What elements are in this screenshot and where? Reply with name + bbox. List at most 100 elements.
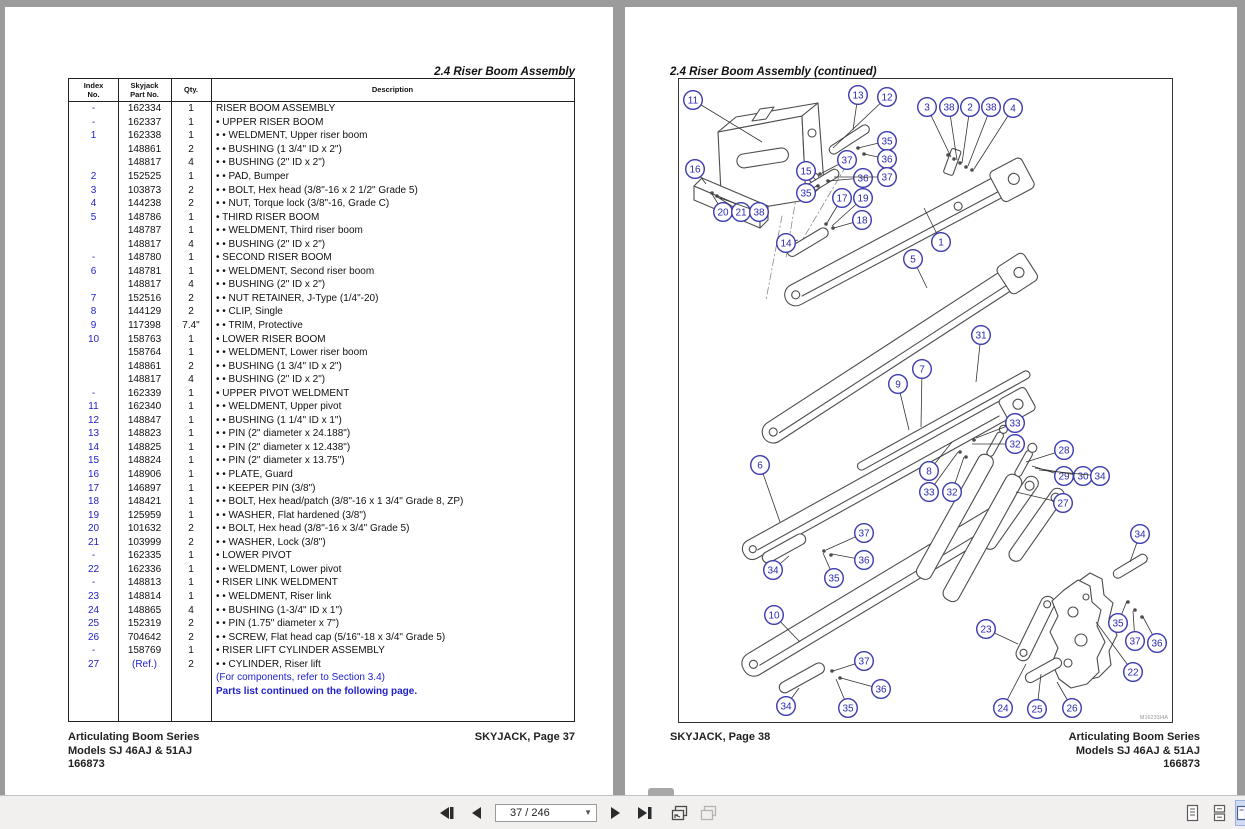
page-dropdown-caret[interactable]: ▼ — [584, 808, 592, 817]
table-note: Parts list continued on the following pa… — [69, 685, 574, 699]
toolbar-collapse-handle[interactable] — [648, 788, 674, 796]
svg-text:33: 33 — [923, 487, 935, 498]
svg-text:34: 34 — [1094, 471, 1106, 482]
svg-text:26: 26 — [1066, 703, 1078, 714]
two-page-view-button[interactable] — [1236, 801, 1245, 825]
svg-text:12: 12 — [881, 92, 893, 103]
svg-text:21: 21 — [735, 207, 747, 218]
table-row: 27(Ref.)2• • CYLINDER, Riser lift — [69, 657, 574, 671]
single-page-view-button[interactable] — [1182, 801, 1202, 825]
svg-text:36: 36 — [857, 173, 869, 184]
svg-text:32: 32 — [1009, 439, 1021, 450]
svg-text:10: 10 — [768, 610, 780, 621]
svg-text:38: 38 — [943, 102, 955, 113]
page-number-input[interactable]: 37 / 246 ▼ — [495, 804, 597, 822]
last-page-button[interactable] — [635, 803, 655, 823]
svg-text:30: 30 — [1077, 471, 1089, 482]
svg-text:8: 8 — [926, 466, 932, 477]
svg-text:5: 5 — [910, 254, 916, 265]
col-header-description: Description — [211, 85, 574, 94]
col-header-qty: Qty. — [171, 85, 211, 94]
svg-text:11: 11 — [688, 95, 699, 106]
svg-text:24: 24 — [997, 703, 1009, 714]
continuous-view-button[interactable] — [1209, 801, 1229, 825]
section-header-right: 2.4 Riser Boom Assembly (continued) — [670, 66, 877, 78]
footer-model-info-left: Articulating Boom Series Models SJ 46AJ … — [68, 731, 199, 772]
svg-text:28: 28 — [1058, 445, 1070, 456]
svg-text:1: 1 — [938, 237, 944, 248]
svg-text:37: 37 — [858, 656, 870, 667]
svg-text:13: 13 — [852, 90, 864, 101]
page-number-value: 37 / 246 — [510, 807, 550, 819]
svg-text:34: 34 — [767, 565, 779, 576]
footer-model-info-right: Articulating Boom Series Models SJ 46AJ … — [1069, 731, 1200, 772]
previous-view-button[interactable] — [670, 803, 690, 823]
svg-text:4: 4 — [1010, 103, 1016, 114]
svg-text:33: 33 — [1009, 418, 1021, 429]
next-page-button[interactable] — [606, 803, 626, 823]
svg-text:25: 25 — [1031, 704, 1043, 715]
svg-text:35: 35 — [881, 136, 893, 147]
svg-text:7: 7 — [919, 364, 925, 375]
svg-text:9: 9 — [895, 379, 901, 390]
svg-text:36: 36 — [881, 154, 893, 165]
section-header-left: 2.4 Riser Boom Assembly — [434, 66, 575, 78]
svg-text:38: 38 — [985, 102, 997, 113]
svg-text:35: 35 — [842, 703, 854, 714]
next-view-button[interactable] — [699, 803, 719, 823]
viewer-toolbar: 37 / 246 ▼ — [0, 795, 1245, 829]
svg-text:20: 20 — [717, 207, 729, 218]
svg-text:36: 36 — [1151, 638, 1163, 649]
document-page-38: 2.4 Riser Boom Assembly (continued) — [625, 7, 1237, 795]
svg-text:34: 34 — [780, 701, 792, 712]
svg-text:37: 37 — [1129, 636, 1141, 647]
svg-text:37: 37 — [858, 528, 870, 539]
previous-page-button[interactable] — [466, 803, 486, 823]
page-navigation: 37 / 246 ▼ — [437, 796, 719, 829]
svg-text:17: 17 — [836, 193, 848, 204]
footer-page-number-right: SKYJACK, Page 38 — [670, 731, 770, 745]
svg-text:14: 14 — [780, 238, 792, 249]
svg-text:18: 18 — [856, 215, 868, 226]
first-page-button[interactable] — [437, 803, 457, 823]
svg-text:36: 36 — [858, 555, 870, 566]
footer-page-number-left: SKYJACK, Page 37 — [475, 731, 575, 745]
